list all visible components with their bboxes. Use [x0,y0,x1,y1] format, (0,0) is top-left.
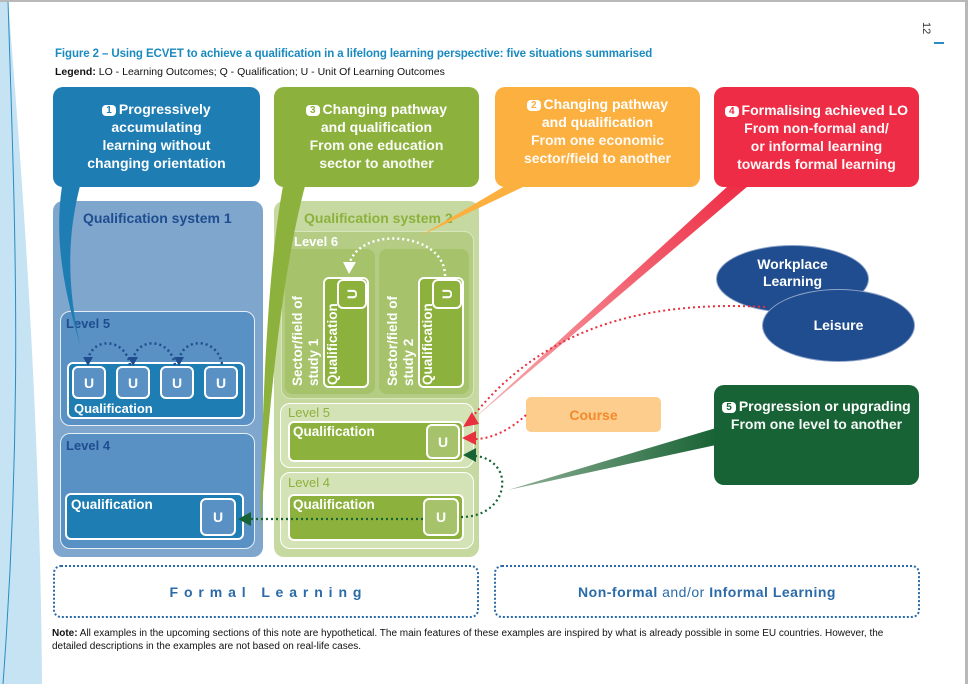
unit-box: U [160,366,194,399]
qs1-level-5-qualification-label: Qualification [74,401,153,416]
arc-u4-u3 [177,342,224,365]
arrowhead [462,431,476,445]
non-formal-learning-box: Non-formal and/or Informal Learning [494,565,920,618]
qs2-level-4-qualification-label: Qualification [293,497,375,512]
figure-title: Figure 2 – Using ECVET to achieve a qual… [55,48,653,60]
callout-2-tail [420,186,525,236]
page-border-top [0,0,968,2]
situation-number-badge: 1 [102,105,116,116]
legend-text: LO - Learning Outcomes; Q - Qualificatio… [95,66,445,78]
level4-to-level5-arrow [460,454,504,519]
qualification-system-1-title: Qualification system 1 [83,210,232,226]
unit-box: U [432,279,462,309]
note-text: All examples in the upcoming sections of… [52,628,884,652]
unit-box: U [426,424,460,459]
arrowhead [343,262,356,274]
callout-3-tail [260,186,305,535]
course-box: Course [526,397,661,432]
left-wave-shape [0,0,42,684]
arc-u2-u1 [86,342,132,366]
left-wave-line [2,0,17,684]
formal-learning-box: F o r m a l L e a r n i n g [53,565,479,618]
qs2-level-4-label: Level 4 [288,475,330,490]
qs2-level-6-label: Level 6 [294,234,339,249]
page-border-right [965,0,968,684]
situation-number-badge: 3 [305,105,320,116]
leisure-ellipse: Leisure [762,289,915,362]
page-number-bar [934,42,944,44]
unit-box: U [423,498,459,536]
arc-sector2-sector1 [348,237,447,277]
non-formal-learning-label: Non-formal and/or Informal Learning [578,583,836,600]
situation-number-badge: 4 [724,106,739,117]
situation-number-badge: 2 [526,100,541,111]
unit-box: U [116,366,150,399]
arrowhead [463,412,479,427]
arrowhead [83,357,93,366]
arrowhead [128,357,138,366]
qs2-level-5-label: Level 5 [288,405,330,420]
legend: Legend: LO - Learning Outcomes; Q - Qual… [55,66,445,78]
figure-note: Note: All examples in the upcoming secti… [52,627,912,653]
callout-5-tail [508,428,716,490]
formal-learning-label: F o r m a l L e a r n i n g [169,583,363,600]
arc-u3-u2 [131,342,177,366]
unit-box: U [200,498,236,536]
qualification-system-2-title: Qualification system 2 [304,210,453,226]
qs1-level-5-label: Level 5 [66,316,111,331]
situation-number-badge: 5 [722,402,736,413]
callout-4-tail [470,186,748,422]
unit-box: U [337,279,367,309]
arrowhead [238,512,251,526]
course-to-level5-arrow [471,414,527,441]
arrowhead [463,448,476,462]
workplace-to-level5-arrow [469,305,766,421]
qs1-level-4-label: Level 4 [66,438,111,453]
arrowhead [174,357,184,366]
unit-box: U [204,366,238,399]
qs1-level-4-qualification-label: Qualification [71,497,153,512]
qs2-level-5-qualification-label: Qualification [293,424,375,439]
note-label: Note: [52,628,78,639]
legend-label: Legend: [55,66,96,78]
callout-1-tail [59,186,80,345]
unit-box: U [72,366,106,399]
